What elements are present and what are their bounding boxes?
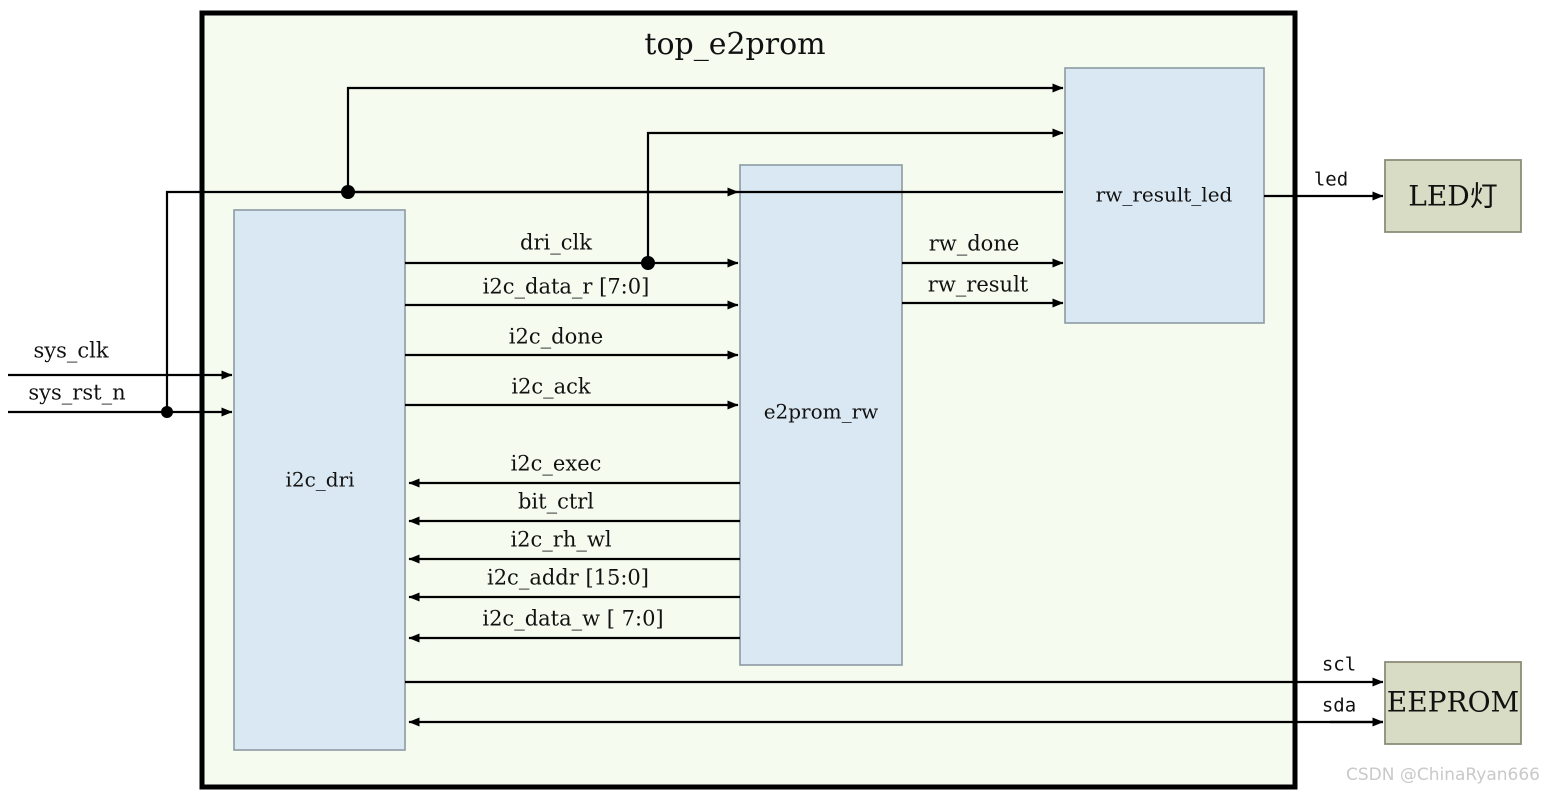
wire-dri-clk-branch (646, 128, 1064, 263)
signal-label-led: led (1314, 169, 1348, 191)
module-rw-result-led-label: rw_result_led (1096, 183, 1233, 207)
wire-sys-rst-n-to-led-module (346, 83, 1064, 192)
watermark: CSDN @ChinaRyan666 (1346, 765, 1540, 785)
signal-label-i2c-data-w: i2c_data_w [ 7:0] (482, 607, 663, 631)
wire-sys-rst-n-branch (165, 190, 1063, 412)
signal-label-bit-ctrl: bit_ctrl (518, 490, 594, 514)
module-e2prom-rw[interactable] (739, 164, 903, 666)
signal-label-i2c-exec: i2c_exec (511, 452, 602, 476)
input-label-sys-rst-n: sys_rst_n (28, 381, 125, 405)
signal-label-sda: sda (1322, 695, 1356, 717)
signal-label-i2c-addr: i2c_addr [15:0] (487, 566, 649, 590)
module-rw-result-led[interactable] (1064, 67, 1265, 324)
signal-label-i2c-ack: i2c_ack (511, 375, 591, 399)
external-block-eeprom-label: EEPROM (1387, 686, 1519, 719)
signal-label-rw-result: rw_result (928, 273, 1029, 297)
signal-label-rw-done: rw_done (929, 232, 1020, 256)
external-block-led-label: LED灯 (1408, 180, 1497, 213)
input-label-sys-clk: sys_clk (33, 339, 108, 363)
signal-label-i2c-data-r: i2c_data_r [7:0] (483, 275, 650, 299)
module-e2prom-rw-label: e2prom_rw (764, 400, 879, 424)
module-i2c-dri-label: i2c_dri (285, 468, 354, 492)
top-module-title: top_e2prom (644, 27, 825, 62)
external-block-led[interactable] (1384, 159, 1522, 233)
junction-dot-dri-clk (641, 256, 655, 270)
module-i2c-dri[interactable] (233, 209, 406, 751)
junction-dot-sys-rst-n (161, 406, 173, 418)
external-block-eeprom[interactable] (1384, 661, 1522, 745)
signal-label-i2c-done: i2c_done (509, 325, 603, 349)
signal-label-dri-clk: dri_clk (520, 231, 592, 255)
signal-label-scl: scl (1322, 654, 1356, 676)
signal-label-i2c-rh-wl: i2c_rh_wl (510, 528, 611, 552)
